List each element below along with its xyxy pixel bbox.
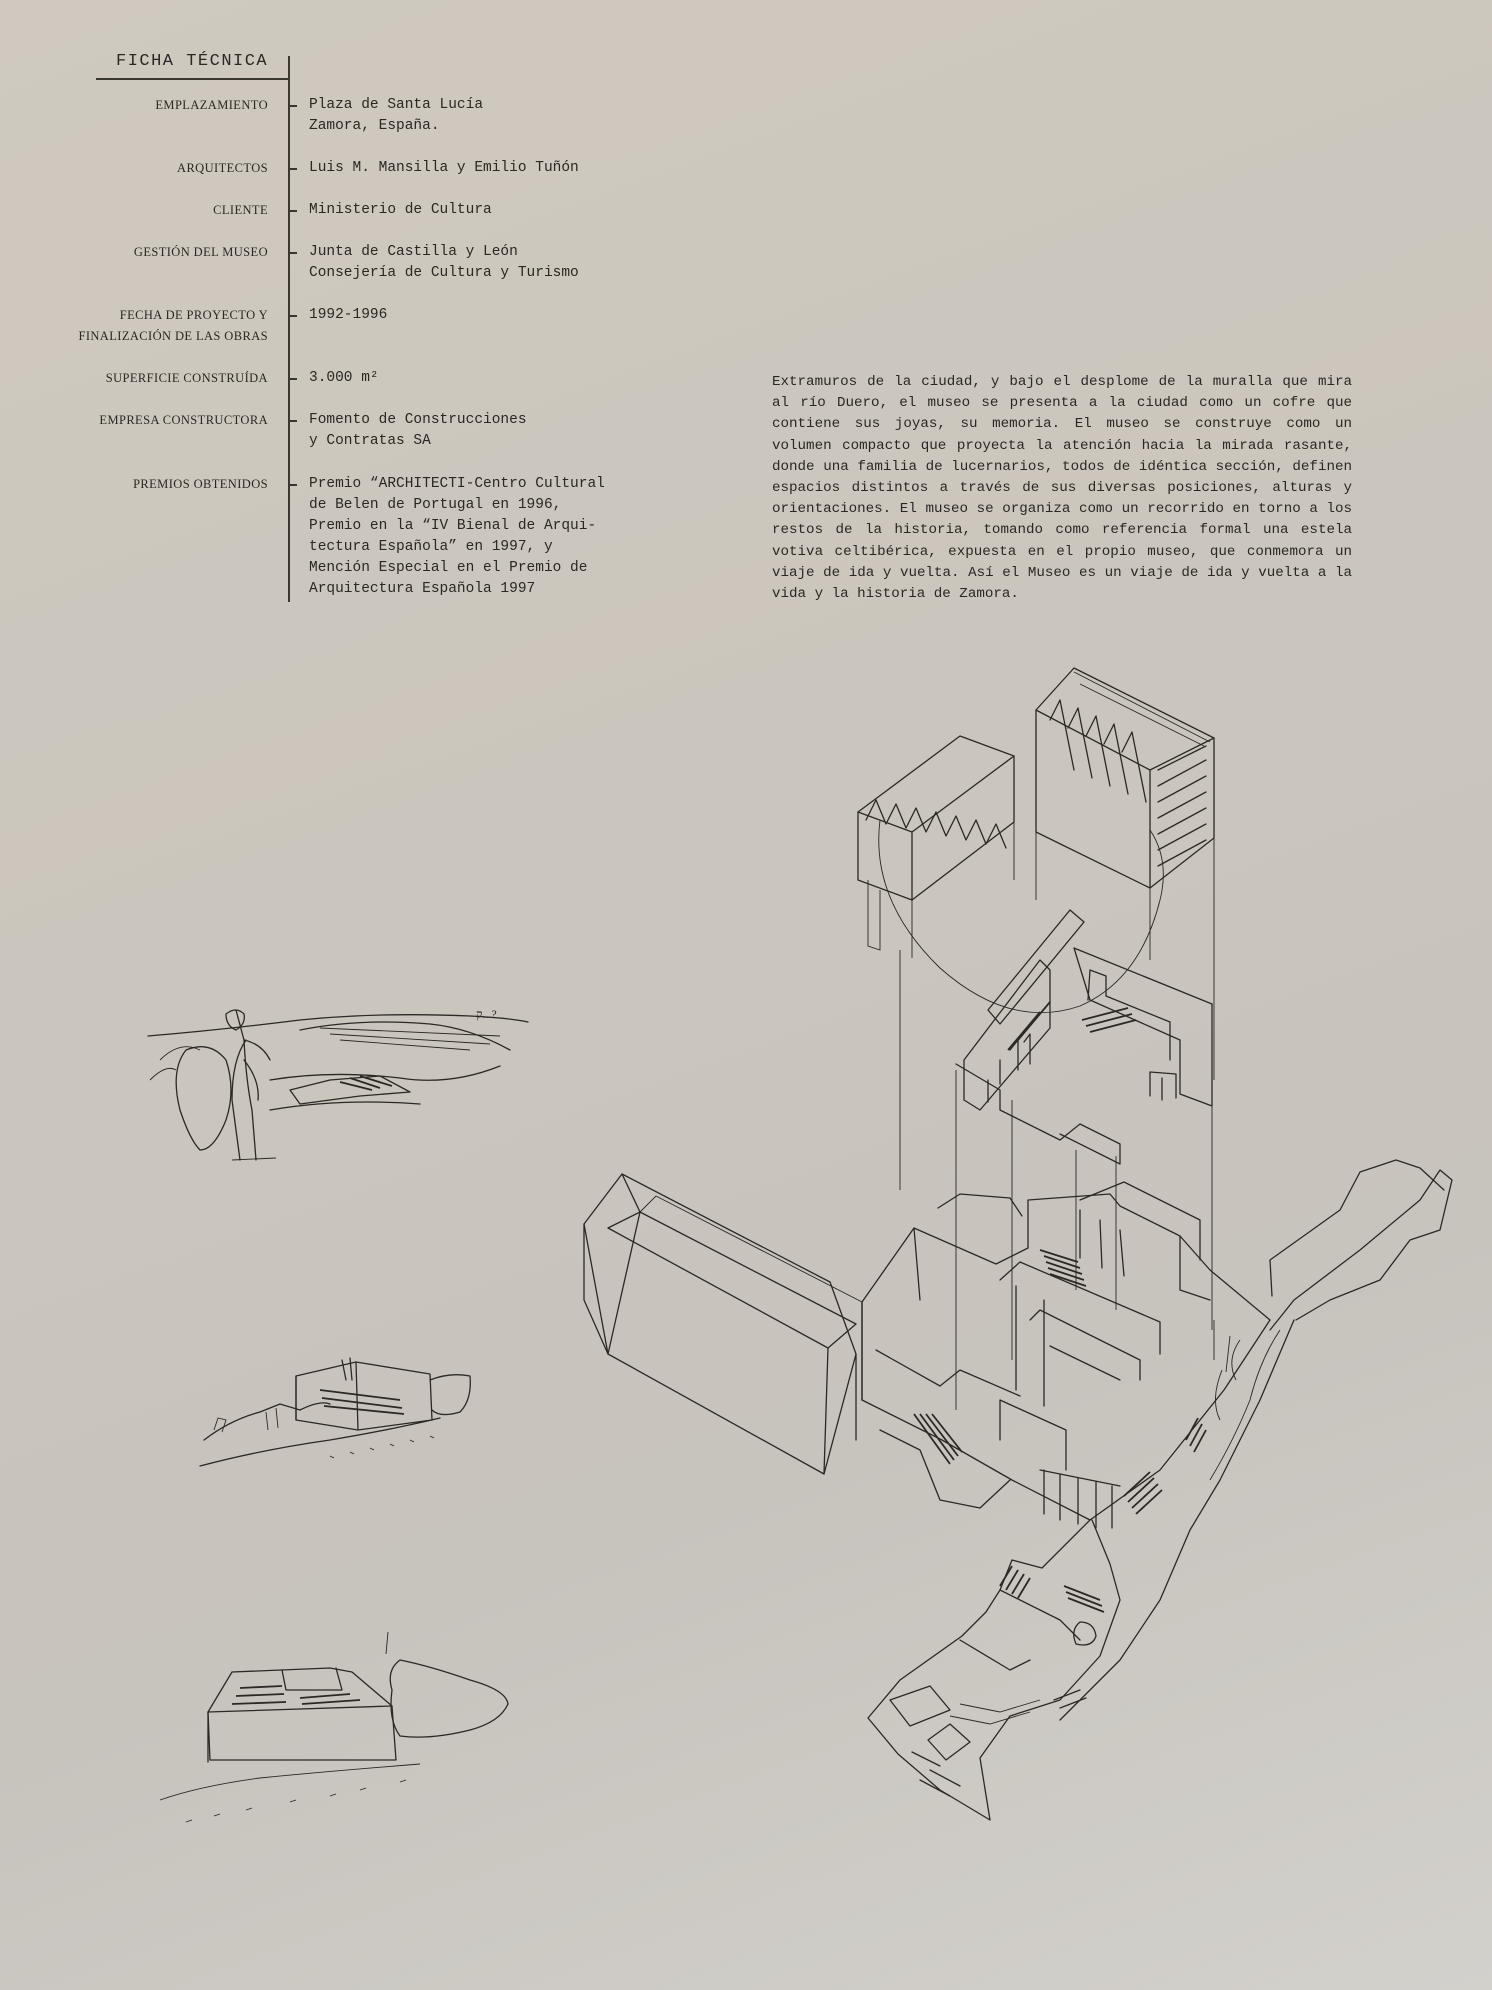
sketch-landscape-figure: ק.. ? [147, 1007, 529, 1161]
ficha-title: FICHA TÉCNICA [116, 52, 269, 71]
arc-guide [878, 819, 1164, 1014]
ficha-label: EMPRESA CONSTRUCTORA [99, 413, 268, 427]
ficha-tick [288, 378, 297, 380]
sketch-mark-text: ק.. ? [476, 1007, 497, 1021]
ficha-tick [288, 420, 297, 422]
ficha-value: Premio “ARCHITECTI-Centro Cultural de Be… [309, 476, 605, 597]
description-paragraph: Extramuros de la ciudad, y bajo el despl… [772, 374, 1352, 603]
ficha-tick [288, 168, 297, 170]
ficha-value: 3.000 m² [309, 370, 379, 386]
ficha-vertical-rule [288, 56, 290, 602]
ficha-value: Luis M. Mansilla y Emilio Tuñón [309, 160, 579, 176]
ficha-label: GESTIÓN DEL MUSEO [133, 245, 268, 259]
sketch-building-hill [199, 1357, 471, 1467]
ficha-label: SUPERFICIE CONSTRUÍDA [105, 371, 268, 385]
ficha-tick [288, 315, 297, 317]
ficha-tick [288, 252, 297, 254]
ficha-value: Fomento de Construcciones y Contratas SA [309, 412, 527, 449]
axonometric-museum-drawing [583, 667, 1453, 1821]
ficha-label: EMPLAZAMIENTO [155, 98, 268, 112]
ficha-value: 1992-1996 [309, 307, 388, 323]
ficha-value: Ministerio de Cultura [309, 202, 492, 218]
ficha-value: Plaza de Santa Lucía Zamora, España. [309, 97, 484, 134]
sketch-building-perspective [159, 1631, 509, 1823]
ficha-tick [288, 105, 297, 107]
ficha-tick [288, 484, 297, 486]
ficha-tick [288, 210, 297, 212]
ficha-title-rule [96, 78, 290, 80]
ficha-label: CLIENTE [213, 203, 268, 217]
ficha-value: Junta de Castilla y León Consejería de C… [309, 244, 579, 281]
ficha-label: PREMIOS OBTENIDOS [133, 477, 268, 491]
ficha-label: ARQUITECTOS [177, 161, 268, 175]
ficha-label: FECHA DE PROYECTO Y FINALIZACIÓN DE LAS … [78, 308, 268, 343]
entrance-circle [1073, 1621, 1097, 1646]
project-description: Extramuros de la ciudad, y bajo el despl… [772, 372, 1352, 605]
